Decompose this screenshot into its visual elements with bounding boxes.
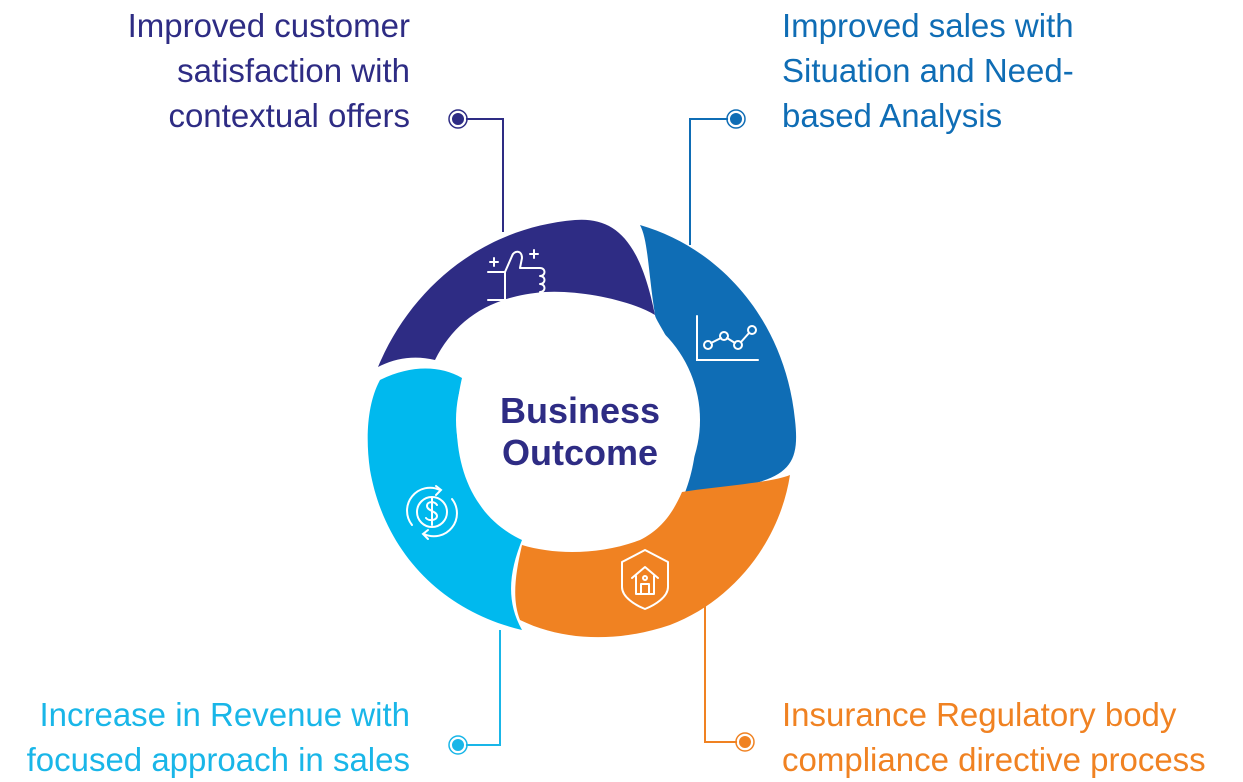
connector-compliance	[704, 600, 745, 743]
label-line: compliance directive process	[782, 741, 1206, 778]
connector-dot-sales-analysis	[728, 111, 744, 127]
connector-ring-sales-analysis	[726, 109, 746, 129]
label-line: Situation and Need-	[782, 52, 1074, 89]
connector-ring-compliance	[735, 732, 755, 752]
connector-dot-compliance	[737, 734, 753, 750]
label-line: Increase in Revenue with	[39, 696, 410, 733]
segment-customer-satisfaction	[378, 219, 655, 367]
shield-house-icon	[621, 549, 669, 610]
label-line: satisfaction with	[177, 52, 410, 89]
label-revenue: Increase in Revenue with focused approac…	[27, 692, 410, 782]
line-chart-icon	[696, 315, 759, 361]
segment-revenue	[367, 368, 522, 630]
label-line: Insurance Regulatory body	[782, 696, 1177, 733]
connector-customer-satisfaction	[458, 118, 504, 232]
center-title: Business Outcome	[470, 390, 690, 474]
segment-sales-analysis	[640, 225, 797, 500]
segment-compliance	[515, 475, 790, 638]
connector-dot-revenue	[450, 737, 466, 753]
connector-revenue	[458, 630, 501, 746]
connector-dot-customer-satisfaction	[450, 111, 466, 127]
label-line: based Analysis	[782, 97, 1003, 134]
label-compliance: Insurance Regulatory body compliance dir…	[782, 692, 1206, 782]
dollar-cycle-icon	[406, 485, 458, 540]
connector-ring-revenue	[448, 735, 468, 755]
label-line: contextual offers	[168, 97, 410, 134]
connector-sales-analysis	[689, 118, 736, 245]
label-line: Improved sales with	[782, 7, 1074, 44]
label-line: focused approach in sales	[26, 741, 410, 778]
label-sales-analysis: Improved sales with Situation and Need- …	[782, 3, 1074, 138]
center-circle	[456, 298, 700, 542]
label-line: Improved customer	[127, 7, 410, 44]
connector-ring-customer-satisfaction	[448, 109, 468, 129]
center-title-line-1: Business	[499, 390, 661, 431]
label-customer-satisfaction: Improved customer satisfaction with cont…	[128, 3, 410, 138]
thumbs-up-icon	[487, 249, 546, 301]
center-title-line-2: Outcome	[501, 432, 659, 473]
